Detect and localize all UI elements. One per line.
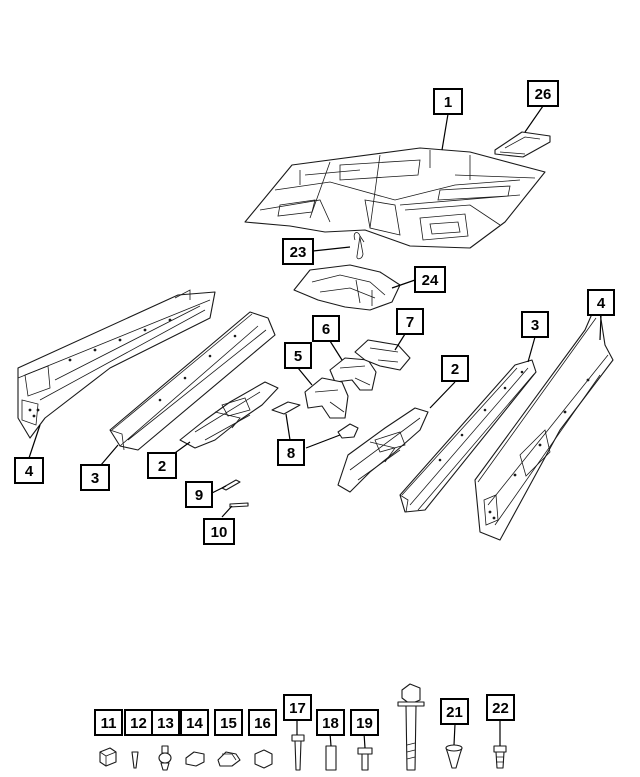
callout-2-right: 2 bbox=[441, 355, 469, 382]
callout-8: 8 bbox=[277, 439, 305, 466]
callout-1-label: 1 bbox=[444, 94, 452, 111]
callout-12-label: 12 bbox=[130, 715, 147, 732]
callout-24: 24 bbox=[414, 266, 446, 293]
callout-3-left-label: 3 bbox=[91, 470, 99, 487]
callout-5: 5 bbox=[284, 342, 312, 369]
part-3-left-inner-sill bbox=[109, 311, 276, 451]
part-23-clip bbox=[353, 232, 365, 260]
callout-1: 1 bbox=[433, 88, 463, 115]
hardware-12-pin bbox=[131, 751, 139, 769]
part-4-left-outer-sill bbox=[17, 289, 216, 439]
callout-4-left-label: 4 bbox=[25, 463, 34, 480]
callout-16-label: 16 bbox=[254, 715, 271, 732]
callout-2-left-label: 2 bbox=[158, 458, 166, 475]
callout-19-label: 19 bbox=[356, 715, 373, 732]
callout-18: 18 bbox=[316, 709, 345, 736]
callout-10: 10 bbox=[203, 518, 235, 545]
part-8-plates bbox=[271, 401, 359, 439]
callout-26-label: 26 bbox=[535, 86, 552, 103]
callout-26: 26 bbox=[527, 80, 559, 107]
callout-18-label: 18 bbox=[322, 715, 339, 732]
hardware-19-bolt bbox=[357, 747, 373, 771]
hardware-20-long-bolt bbox=[397, 683, 425, 771]
callout-3-right: 3 bbox=[521, 311, 549, 338]
callout-15: 15 bbox=[214, 709, 243, 736]
part-24-shield bbox=[293, 264, 401, 311]
callout-17-label: 17 bbox=[289, 700, 306, 717]
callout-12: 12 bbox=[124, 709, 153, 736]
callout-7-label: 7 bbox=[406, 314, 414, 331]
callout-24-label: 24 bbox=[422, 272, 439, 289]
part-4-right-outer-sill bbox=[474, 299, 614, 541]
part-5-bracket bbox=[304, 377, 349, 419]
callout-15-label: 15 bbox=[220, 715, 237, 732]
hardware-15-flange-nut bbox=[217, 751, 241, 767]
callout-16: 16 bbox=[248, 709, 277, 736]
part-2-left-crossmember bbox=[179, 381, 279, 449]
callout-9-label: 9 bbox=[195, 487, 203, 504]
callout-10-label: 10 bbox=[211, 524, 228, 541]
callout-4-right-label: 4 bbox=[597, 295, 606, 312]
callout-3-right-label: 3 bbox=[531, 317, 539, 334]
hardware-11-nut bbox=[99, 747, 117, 767]
callout-13-label: 13 bbox=[157, 715, 174, 732]
leader-lines bbox=[28, 105, 602, 749]
hardware-21-rivet-nut bbox=[445, 744, 463, 769]
callout-21: 21 bbox=[440, 698, 469, 725]
callout-11: 11 bbox=[94, 709, 123, 736]
callout-13: 13 bbox=[151, 709, 180, 736]
part-floor-pan bbox=[244, 147, 546, 249]
callout-6-label: 6 bbox=[322, 321, 330, 338]
callout-19: 19 bbox=[350, 709, 379, 736]
callout-8-label: 8 bbox=[287, 445, 295, 462]
callout-14-label: 14 bbox=[186, 715, 203, 732]
hardware-18-spacer bbox=[325, 745, 337, 771]
callout-3-left: 3 bbox=[80, 464, 110, 491]
callout-2-right-label: 2 bbox=[451, 361, 459, 378]
callout-17: 17 bbox=[283, 694, 312, 721]
callout-7: 7 bbox=[396, 308, 424, 335]
callout-9: 9 bbox=[185, 481, 213, 508]
part-9-strip bbox=[221, 479, 241, 491]
hardware-13-stud bbox=[158, 745, 172, 771]
part-6-bracket bbox=[329, 357, 377, 391]
callout-22: 22 bbox=[486, 694, 515, 721]
callout-4-left: 4 bbox=[14, 457, 44, 484]
part-26-plate bbox=[494, 131, 551, 158]
part-10-strip bbox=[229, 502, 249, 508]
part-3-right-inner-sill bbox=[399, 359, 537, 513]
callout-22-label: 22 bbox=[492, 700, 509, 717]
hardware-22-fastener bbox=[493, 745, 507, 769]
callout-23-label: 23 bbox=[290, 244, 307, 261]
hardware-16-nut bbox=[254, 749, 273, 769]
hardware-14-clip-nut bbox=[185, 751, 205, 767]
callout-2-left: 2 bbox=[147, 452, 177, 479]
callout-11-label: 11 bbox=[101, 715, 117, 732]
hardware-17-bolt bbox=[291, 734, 305, 771]
part-2-right-crossmember bbox=[337, 407, 429, 493]
callout-14: 14 bbox=[180, 709, 209, 736]
callout-21-label: 21 bbox=[446, 704, 463, 721]
callout-6: 6 bbox=[312, 315, 340, 342]
callout-5-label: 5 bbox=[294, 348, 302, 365]
callout-4-right: 4 bbox=[587, 289, 615, 316]
callout-23: 23 bbox=[282, 238, 314, 265]
